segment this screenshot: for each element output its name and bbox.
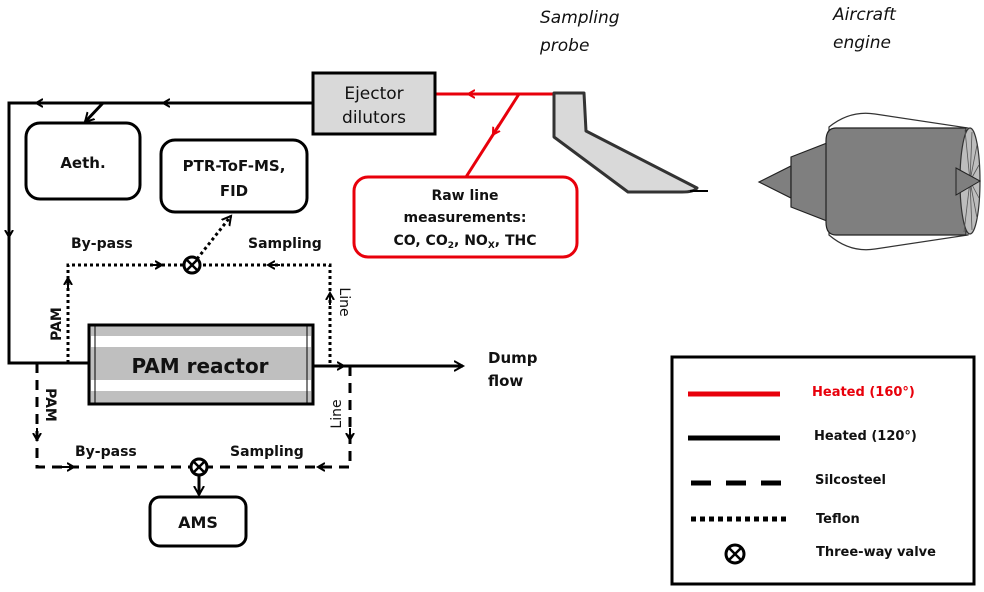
aircraft-engine-label-2: engine [833,33,891,53]
raw-line-measurements-box [352,175,579,259]
legend-label-heated-120: Heated (120°) [814,429,917,444]
legend-label-three-way-valve: Three-way valve [816,545,936,560]
ams-label: AMS [178,513,218,532]
upper-teflon-pam-line [66,263,185,363]
aeth-label: Aeth. [60,154,105,172]
dump-flow-label-1: Dump [488,349,538,367]
ptr-tof-ms-fid-box [159,138,309,214]
upper-line-label: Line [336,287,352,316]
ptr-label-2: FID [220,182,248,200]
raw-label-3: CO, CO2, NOX, THC [393,233,536,251]
lower-line-label: Line [329,399,345,428]
ptr-label-1: PTR-ToF-MS, [183,157,286,175]
sampling-probe-label-2: probe [539,36,589,56]
legend-valve-icon [724,543,746,565]
upper-three-way-valve-icon [182,255,202,275]
raw-label-2: measurements: [404,210,527,226]
sampling-probe-shape [552,91,699,194]
legend: Heated (160°) Heated (120°) Silcosteel T… [670,355,976,586]
lower-bypass-label: By-pass [75,444,137,460]
lower-silcosteel-pam-line [35,363,191,469]
red-line-to-raw-box [464,93,521,178]
ams-box [148,495,248,548]
upper-teflon-line-line [201,263,332,363]
red-line-raw-arrow [494,124,499,133]
upper-pam-label: PAM [49,307,65,341]
aeth-feed-line [85,101,105,122]
pam-reactor-label: PAM reactor [131,354,268,378]
ejector-label-1: Ejector [344,84,403,104]
pam-reactor-box [87,323,315,406]
ptr-feed-dotted [195,216,231,260]
aircraft-engine-label-1: Aircraft [832,5,897,25]
ejector-label-2: dilutors [342,108,406,128]
upper-sampling-label: Sampling [248,236,322,252]
lower-sampling-label: Sampling [230,444,304,460]
lower-silcosteel-line-line [207,366,352,469]
aeth-box [24,121,142,201]
dump-flow-label-2: flow [488,372,523,390]
lower-three-way-valve-icon [189,457,209,477]
aircraft-engine-icon [757,112,982,251]
raw-label-1: Raw line [431,188,498,204]
lower-pam-label: PAM [42,388,58,422]
legend-label-silcosteel: Silcosteel [815,473,886,488]
legend-label-heated-160: Heated (160°) [812,385,915,400]
sampling-probe-label-1: Sampling [540,8,620,28]
upper-bypass-label: By-pass [71,236,133,252]
legend-label-teflon: Teflon [816,512,860,527]
